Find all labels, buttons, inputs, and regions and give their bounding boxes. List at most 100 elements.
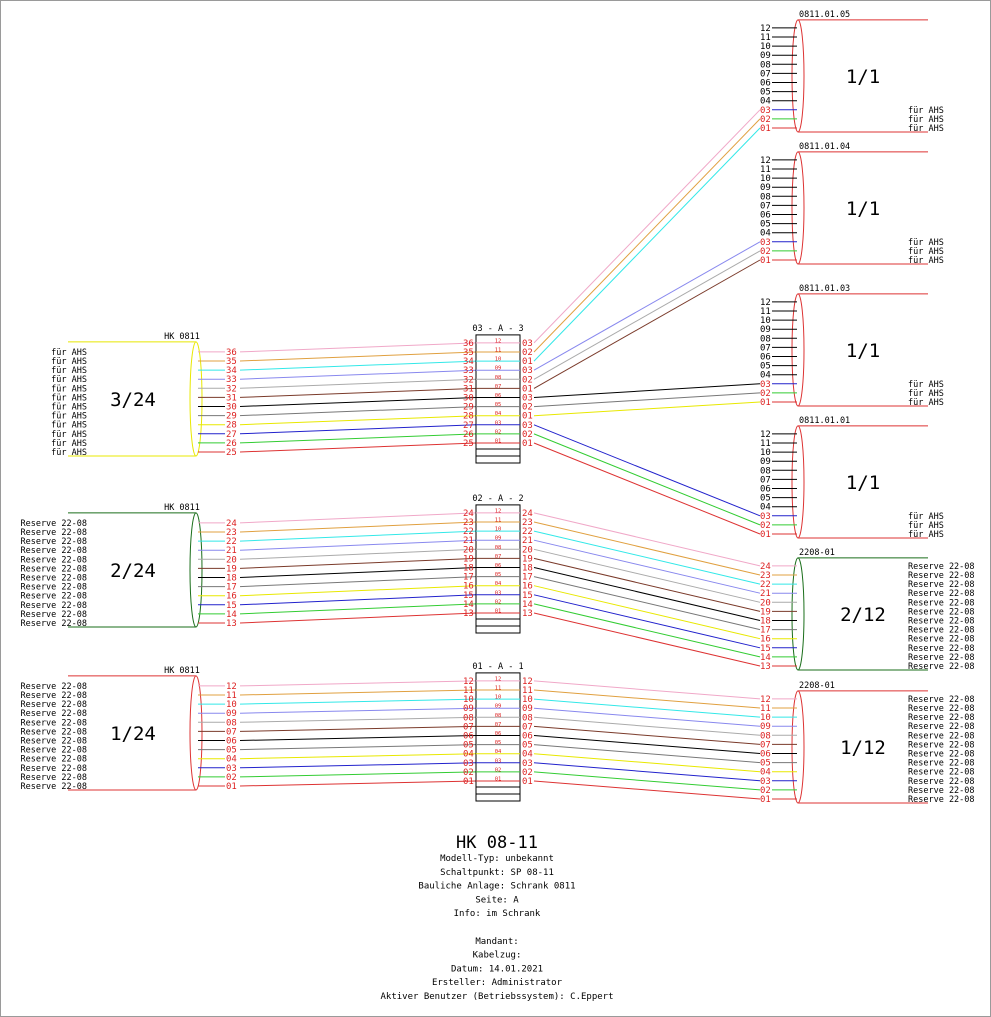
side-label: für AHS — [51, 421, 87, 431]
box-in-number: 30 — [463, 394, 474, 404]
side-label: Reserve 22-08 — [20, 782, 87, 792]
fiber-number: 05 — [760, 759, 771, 769]
side-label: Reserve 22-08 — [908, 695, 975, 705]
connection-line — [533, 392, 761, 408]
box-tray-number: 04 — [495, 411, 502, 417]
fiber-line — [239, 415, 477, 426]
cable-name: HK 0811 — [164, 332, 200, 342]
box-out-number: 02 — [522, 768, 533, 778]
connection-line — [533, 567, 761, 621]
cable-name: 0811.01.03 — [799, 284, 850, 294]
fiber-line — [239, 576, 477, 588]
box-out-number: 13 — [522, 609, 533, 619]
info-line: Datum: 14.01.2021 — [451, 964, 543, 974]
connection-line — [533, 424, 761, 517]
right-cable-4: 0811.01.011/1010203040506070809101112für… — [760, 416, 944, 540]
side-label: für AHS — [51, 439, 87, 449]
box-out-number: 01 — [522, 412, 533, 422]
box-out-number: 18 — [522, 564, 533, 574]
fiber-number: 23 — [760, 571, 771, 581]
fiber-number: 07 — [226, 727, 237, 737]
box-in-number: 18 — [463, 564, 474, 574]
cable-count: 1/1 — [846, 472, 880, 494]
box-tray-number: 11 — [495, 518, 502, 524]
fiber-line — [239, 707, 477, 714]
side-label: für AHS — [51, 430, 87, 440]
fiber-number: 05 — [760, 220, 771, 230]
fiber-number: 13 — [226, 619, 237, 629]
fiber-number: 06 — [226, 737, 237, 747]
connection-line — [533, 716, 761, 736]
box-tray-number: 03 — [495, 420, 502, 426]
box-out-number: 01 — [522, 384, 533, 394]
fiber-number: 04 — [226, 755, 237, 765]
side-label: Reserve 22-08 — [20, 746, 87, 756]
fiber-number: 05 — [760, 88, 771, 98]
side-label: für AHS — [51, 366, 87, 376]
box-tray-number: 09 — [495, 704, 502, 710]
sheath-end — [791, 19, 805, 133]
fiber-line — [239, 567, 477, 578]
sheath-end — [791, 690, 805, 804]
diagram-title: HK 08-11 — [456, 833, 538, 853]
sheath-end — [189, 512, 203, 628]
fiber-line — [239, 585, 477, 597]
fiber-number: 10 — [760, 316, 771, 326]
box-tray-number: 05 — [495, 402, 502, 408]
cable-count: 1/12 — [840, 737, 886, 759]
fiber-number: 11 — [226, 691, 237, 701]
fiber-number: 09 — [760, 457, 771, 467]
fiber-number: 05 — [226, 746, 237, 756]
fiber-number: 07 — [760, 201, 771, 211]
fiber-number: 02 — [760, 786, 771, 796]
fiber-number: 01 — [226, 782, 237, 792]
side-label: Reserve 22-08 — [908, 731, 975, 741]
connection-line — [533, 771, 761, 791]
box-out-number: 03 — [522, 394, 533, 404]
side-label: für AHS — [908, 115, 944, 125]
side-label: Reserve 22-08 — [908, 617, 975, 627]
box-out-number: 01 — [522, 777, 533, 787]
side-label: Reserve 22-08 — [908, 626, 975, 636]
side-label: für AHS — [908, 521, 944, 531]
fiber-number: 02 — [226, 773, 237, 783]
box-tray-number: 09 — [495, 366, 502, 372]
box-out-number: 12 — [522, 677, 533, 687]
box-out-number: 14 — [522, 600, 533, 610]
fiber-number: 30 — [226, 403, 237, 413]
box-out-number: 07 — [522, 722, 533, 732]
fiber-line — [239, 744, 477, 751]
fiber-number: 18 — [226, 574, 237, 584]
fiber-number: 26 — [226, 439, 237, 449]
info-line: Info: im Schrank — [454, 909, 541, 919]
box-in-number: 20 — [463, 545, 474, 555]
side-label: Reserve 22-08 — [20, 773, 87, 783]
fiber-number: 10 — [760, 448, 771, 458]
side-label: für AHS — [908, 256, 944, 266]
fiber-number: 16 — [226, 592, 237, 602]
fiber-number: 12 — [760, 695, 771, 705]
fiber-number: 06 — [760, 750, 771, 760]
side-label: Reserve 22-08 — [20, 682, 87, 692]
side-label: Reserve 22-08 — [908, 713, 975, 723]
side-label: Reserve 22-08 — [20, 546, 87, 556]
box-in-number: 12 — [463, 677, 474, 687]
cable-count: 1/1 — [846, 340, 880, 362]
fiber-number: 15 — [226, 601, 237, 611]
sheath-end — [791, 151, 805, 265]
fiber-number: 11 — [760, 704, 771, 714]
fiber-number: 04 — [760, 229, 771, 239]
box-tray-number: 09 — [495, 536, 502, 542]
fiber-number: 32 — [226, 384, 237, 394]
fiber-line — [239, 735, 477, 741]
box-out-number: 10 — [522, 695, 533, 705]
fiber-number: 11 — [760, 439, 771, 449]
fiber-line — [239, 378, 477, 389]
fiber-line — [239, 406, 477, 417]
connection-line — [533, 259, 761, 389]
box-in-number: 31 — [463, 384, 474, 394]
cable-name: 0811.01.01 — [799, 416, 850, 426]
fiber-number: 01 — [760, 795, 771, 805]
fiber-number: 11 — [760, 307, 771, 317]
